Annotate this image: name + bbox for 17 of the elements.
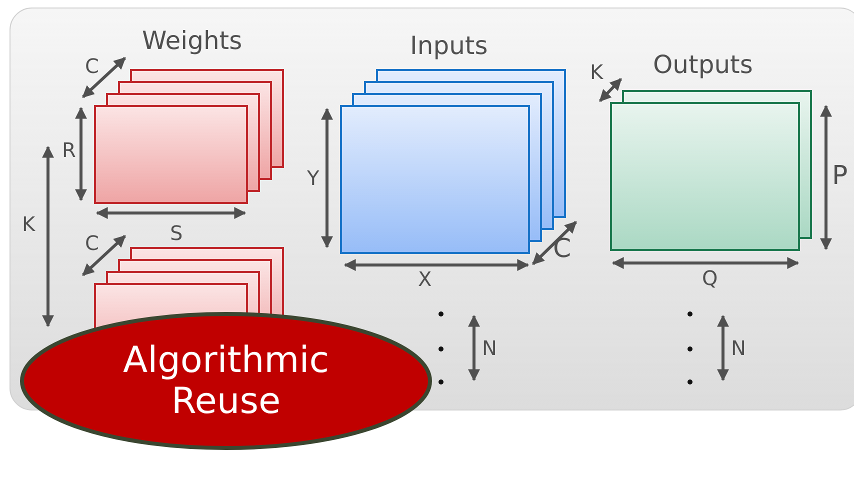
oval-callout [20,312,432,450]
sheet-stack-heading: Inputs [410,33,488,58]
dimension-label: Q [702,268,718,288]
dimension-label: K [590,62,604,82]
dimension-label: K [22,214,36,234]
dimension-label: C [85,233,99,253]
dimension-label: X [418,269,432,289]
dimension-label: P [832,163,848,189]
sheet-stack-heading: Outputs [653,52,753,77]
callout-text: Algorithmic Reuse [122,340,330,422]
dimension-label: N [731,338,746,358]
dimension-label: C [85,56,99,76]
dimension-label: S [170,223,183,243]
sheet-stack-heading: Weights [142,28,242,53]
dimension-label: Y [307,168,320,188]
dimension-label: N [482,338,497,358]
dimension-label: R [62,140,76,160]
